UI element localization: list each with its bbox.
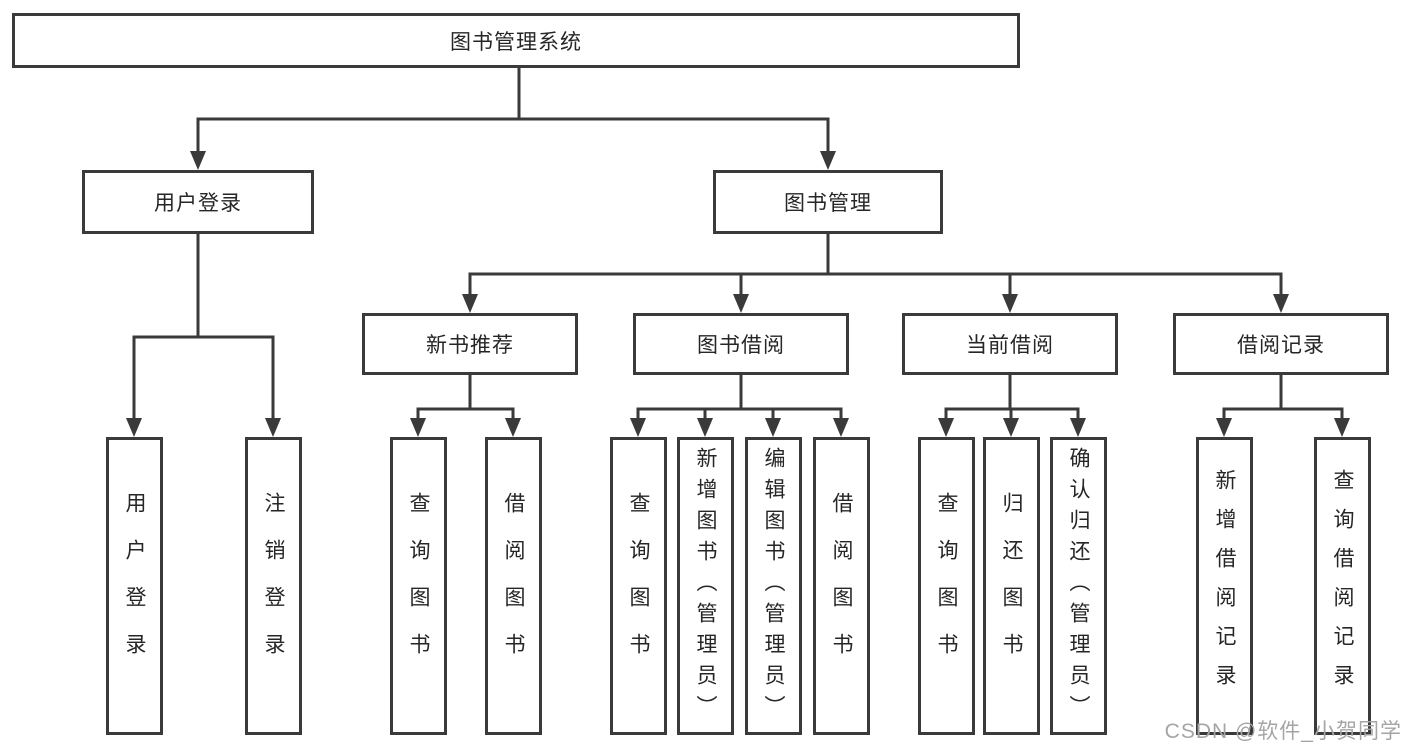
node-label: 新书推荐 bbox=[426, 334, 514, 357]
node-root-system: 图书管理系统 bbox=[12, 13, 1020, 68]
connector-current-children bbox=[944, 373, 1080, 423]
arrowheads bbox=[126, 151, 1350, 437]
leaf-confirm-return-admin: 确认归还（管理员） bbox=[1050, 437, 1107, 735]
node-label: 归还图书 bbox=[1000, 492, 1023, 680]
arrow-down-icon bbox=[1070, 418, 1086, 437]
node-label: 用户登录 bbox=[123, 492, 146, 680]
leaf-user-login: 用户登录 bbox=[106, 437, 163, 735]
arrow-down-icon bbox=[820, 151, 836, 170]
arrow-down-icon bbox=[1216, 418, 1232, 437]
arrow-down-icon bbox=[126, 418, 142, 437]
leaf-search-books-recommend: 查询图书 bbox=[390, 437, 447, 735]
node-label: 新增图书（管理员） bbox=[694, 446, 717, 726]
connector-new-books-children bbox=[416, 373, 515, 423]
leaf-search-borrow-record: 查询借阅记录 bbox=[1314, 437, 1371, 735]
node-book-management: 图书管理 bbox=[713, 170, 943, 234]
connector-user-login-children bbox=[132, 232, 275, 423]
node-label: 用户登录 bbox=[154, 192, 242, 215]
node-label: 新增借阅记录 bbox=[1213, 469, 1236, 703]
leaf-add-borrow-record: 新增借阅记录 bbox=[1196, 437, 1253, 735]
node-label: 图书借阅 bbox=[697, 334, 785, 357]
node-label: 查询图书 bbox=[627, 492, 650, 680]
connector-records-children bbox=[1222, 373, 1344, 423]
node-label: 编辑图书（管理员） bbox=[762, 446, 785, 726]
node-label: 当前借阅 bbox=[966, 334, 1054, 357]
arrow-down-icon bbox=[190, 151, 206, 170]
connector-borrowing-children bbox=[636, 373, 843, 423]
leaf-edit-books-admin: 编辑图书（管理员） bbox=[745, 437, 802, 735]
arrow-down-icon bbox=[1334, 418, 1350, 437]
node-current-borrowing: 当前借阅 bbox=[902, 313, 1118, 375]
node-user-login: 用户登录 bbox=[82, 170, 314, 234]
leaf-search-books-current: 查询图书 bbox=[918, 437, 975, 735]
arrow-down-icon bbox=[733, 294, 749, 313]
node-label: 图书管理系统 bbox=[450, 30, 582, 54]
connector-root-to-level2 bbox=[196, 66, 830, 157]
node-label: 图书管理 bbox=[784, 192, 872, 215]
node-label: 确认归还（管理员） bbox=[1067, 446, 1090, 726]
arrow-down-icon bbox=[765, 418, 781, 437]
node-new-book-recommend: 新书推荐 bbox=[362, 313, 578, 375]
leaf-return-books: 归还图书 bbox=[983, 437, 1040, 735]
node-label: 查询图书 bbox=[935, 492, 958, 680]
arrow-down-icon bbox=[697, 418, 713, 437]
node-label: 查询图书 bbox=[407, 492, 430, 680]
node-book-borrowing: 图书借阅 bbox=[633, 313, 849, 375]
arrow-down-icon bbox=[1002, 294, 1018, 313]
node-label: 借阅图书 bbox=[502, 492, 525, 680]
arrow-down-icon bbox=[462, 294, 478, 313]
csdn-watermark: CSDN @软件_小贺同学 bbox=[1164, 720, 1402, 743]
node-borrow-records: 借阅记录 bbox=[1173, 313, 1389, 375]
arrow-down-icon bbox=[833, 418, 849, 437]
leaf-logout: 注销登录 bbox=[245, 437, 302, 735]
arrow-down-icon bbox=[1273, 294, 1289, 313]
arrow-down-icon bbox=[265, 418, 281, 437]
arrow-down-icon bbox=[1003, 418, 1019, 437]
node-label: 借阅图书 bbox=[830, 492, 853, 680]
leaf-search-books-borrowing: 查询图书 bbox=[610, 437, 667, 735]
arrow-down-icon bbox=[630, 418, 646, 437]
node-label: 查询借阅记录 bbox=[1331, 469, 1354, 703]
leaf-borrow-books: 借阅图书 bbox=[813, 437, 870, 735]
arrow-down-icon bbox=[505, 418, 521, 437]
node-label: 借阅记录 bbox=[1237, 334, 1325, 357]
node-label: 注销登录 bbox=[262, 492, 285, 680]
arrow-down-icon bbox=[938, 418, 954, 437]
arrow-down-icon bbox=[410, 418, 426, 437]
connector-book-mgmt-sections bbox=[468, 232, 1283, 299]
leaf-add-books-admin: 新增图书（管理员） bbox=[677, 437, 734, 735]
leaf-borrow-books-recommend: 借阅图书 bbox=[485, 437, 542, 735]
